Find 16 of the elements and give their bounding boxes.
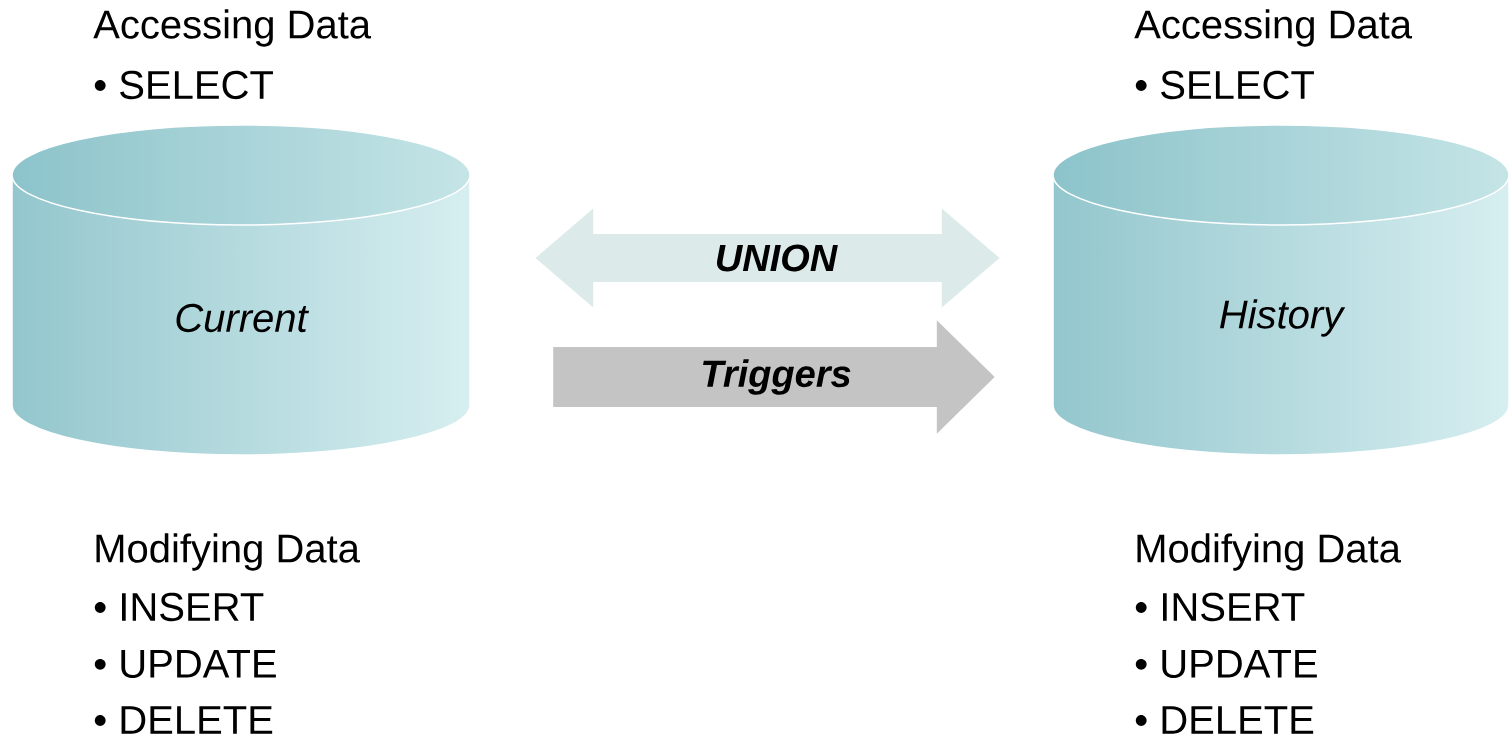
- edge-label: UNION: [717, 244, 838, 272]
- section-heading: Modifying Data: [96, 533, 360, 571]
- database-cylinder: Current: [11, 124, 471, 456]
- bullet-item: • UPDATE: [94, 650, 276, 678]
- section-heading: Modifying Data: [1137, 533, 1401, 571]
- bullet-item: • DELETE: [1135, 706, 1314, 734]
- bullet-item: • UPDATE: [1135, 650, 1317, 678]
- section-heading: Accessing Data: [93, 9, 372, 47]
- bullet-item: • SELECT: [94, 70, 273, 100]
- bullet-item: • INSERT: [94, 592, 264, 622]
- bullet-item: • INSERT: [1135, 592, 1305, 622]
- edge-label: Triggers: [703, 359, 851, 395]
- database-cylinder: History: [1052, 124, 1510, 456]
- section-heading: Accessing Data: [1134, 9, 1413, 47]
- bullet-item: • SELECT: [1135, 70, 1314, 100]
- bullet-item: • DELETE: [94, 706, 273, 734]
